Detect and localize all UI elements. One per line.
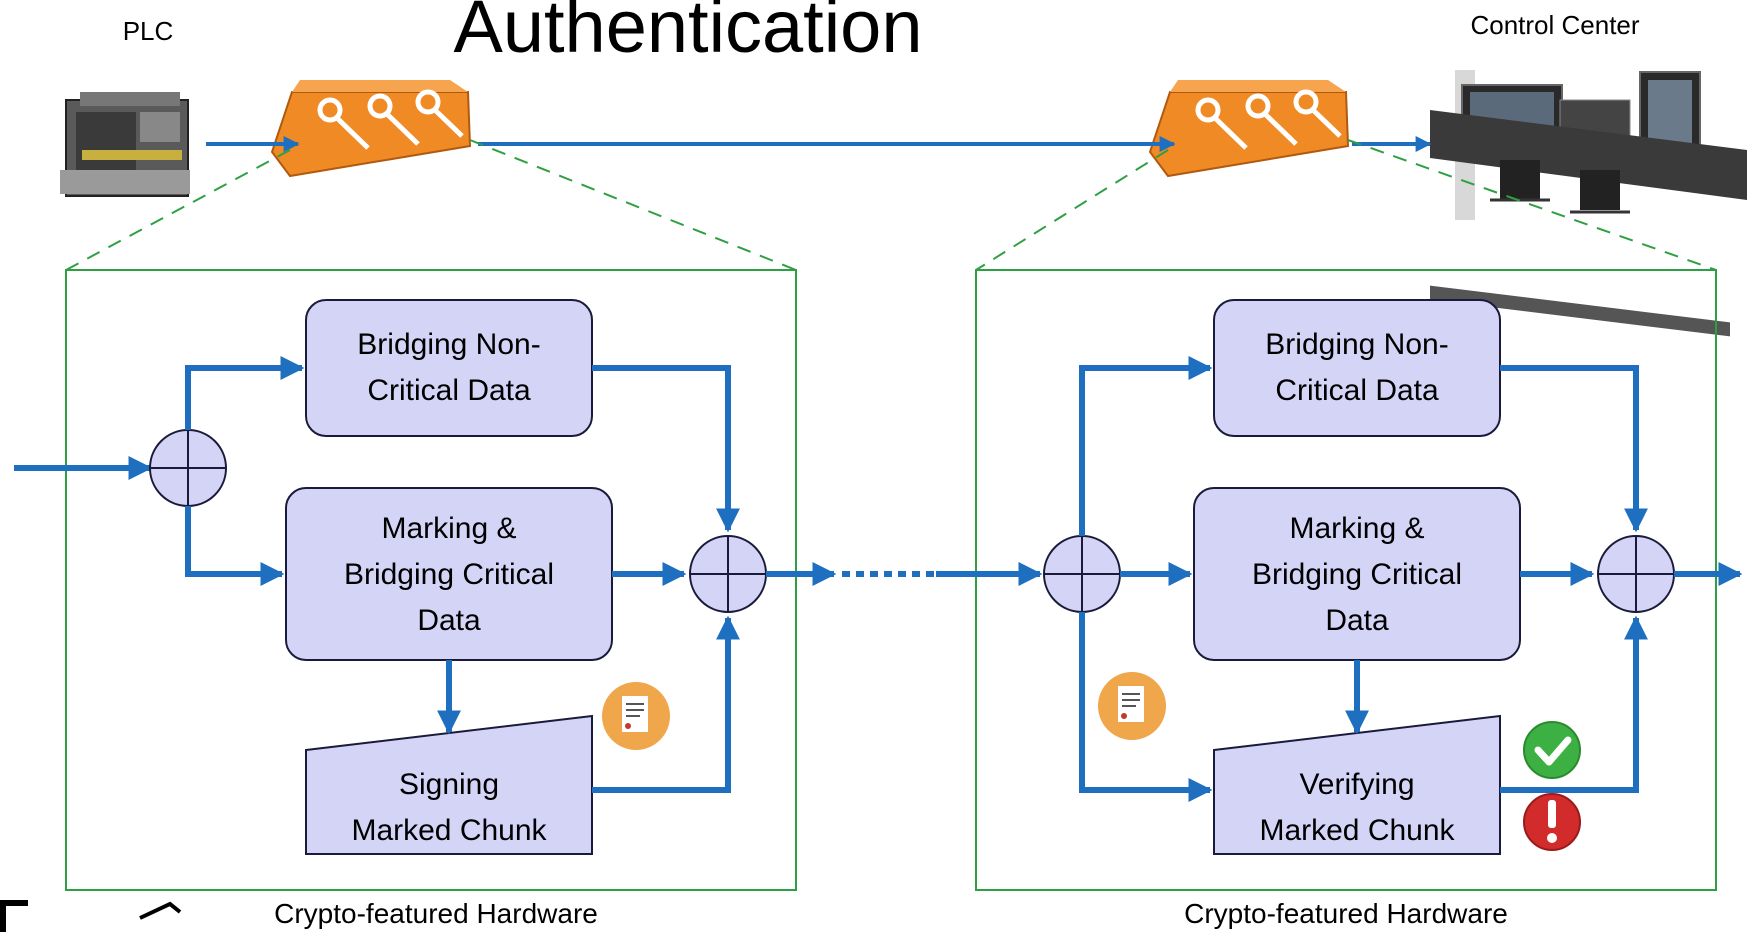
right-module-frame xyxy=(975,269,1717,891)
right-splitter-node xyxy=(1043,535,1121,613)
left-signed-to-merge xyxy=(592,615,740,793)
key-device-icon xyxy=(270,80,472,178)
right-path-verify xyxy=(1079,612,1213,802)
certificate-icon xyxy=(602,682,670,750)
left-box1-line1: Bridging Non- xyxy=(357,328,540,361)
plc-label: PLC xyxy=(123,16,174,46)
left-box3-line2: Marked Chunk xyxy=(351,814,547,847)
right-box1-line2: Critical Data xyxy=(1275,374,1439,407)
right-bridging-noncritical-box xyxy=(1213,299,1501,437)
control-room-icon xyxy=(1430,70,1747,337)
left-bridging-noncritical-box xyxy=(305,299,593,437)
left-module-frame xyxy=(65,269,797,891)
left-box3-line1: Signing xyxy=(399,768,499,801)
left-box2-line1: Marking & xyxy=(381,512,516,545)
plc-device-icon xyxy=(60,92,190,197)
zoom-guides xyxy=(65,139,1717,271)
right-box3-line2: Marked Chunk xyxy=(1259,814,1455,847)
left-noncritical-to-merge xyxy=(592,365,740,533)
right-box2-line2: Bridging Critical xyxy=(1252,558,1462,591)
left-box1-line2: Critical Data xyxy=(367,374,531,407)
right-module-caption: Crypto-featured Hardware xyxy=(1184,898,1508,929)
left-box2-line3: Data xyxy=(417,604,481,637)
left-path-critical xyxy=(185,506,285,586)
cropped-glyphs xyxy=(0,900,182,932)
alert-icon xyxy=(1523,793,1581,851)
right-verified-to-merge xyxy=(1500,615,1648,793)
left-module-caption: Crypto-featured Hardware xyxy=(274,898,598,929)
left-merge-node xyxy=(689,535,767,613)
right-path-noncritical xyxy=(1079,356,1213,536)
right-box3-line1: Verifying xyxy=(1299,768,1414,801)
left-splitter-node xyxy=(149,429,227,507)
right-box2-line3: Data xyxy=(1325,604,1389,637)
key-device-icon xyxy=(1148,80,1350,178)
control-center-label: Control Center xyxy=(1470,10,1639,40)
right-merge-node xyxy=(1597,535,1675,613)
right-box1-line1: Bridging Non- xyxy=(1265,328,1448,361)
right-box2-line1: Marking & xyxy=(1289,512,1424,545)
diagram-title: Authentication xyxy=(453,0,922,68)
right-verifying-box xyxy=(1213,714,1501,855)
right-noncritical-to-merge xyxy=(1500,365,1648,533)
left-signing-box xyxy=(305,714,593,855)
certificate-icon xyxy=(1098,672,1166,740)
left-path-noncritical xyxy=(185,356,305,430)
check-icon xyxy=(1523,721,1581,779)
left-box2-line2: Bridging Critical xyxy=(344,558,554,591)
